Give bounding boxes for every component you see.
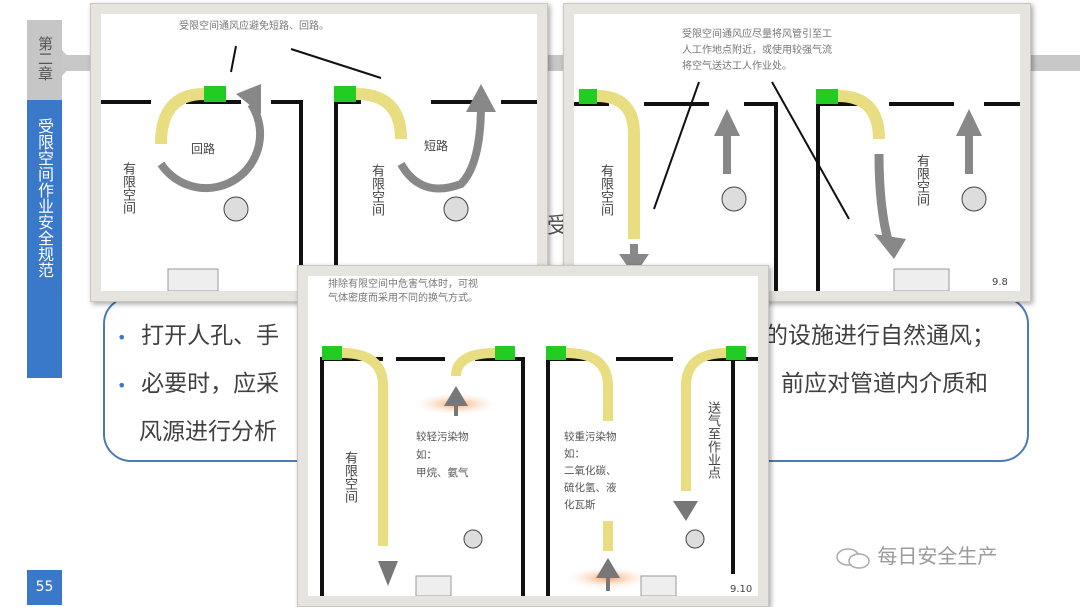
space-label: 有限空间	[120, 162, 135, 214]
heavy-pollutant-label: 较重污染物 如： 二氧化碳、 硫化氢、液 化瓦斯	[564, 429, 617, 514]
figure-caption: 受限空间通风应避免短路、回路。	[179, 21, 329, 32]
bullet: •	[117, 376, 127, 395]
watermark: 每日安全生产	[835, 540, 997, 569]
chapter-label: 第二章	[27, 20, 62, 100]
bullet-line-1: • 打开人孔、手	[117, 316, 279, 350]
watermark-text: 每日安全生产	[877, 544, 998, 568]
figure-number: 9.8	[992, 277, 1008, 288]
chapter-text: 第二章	[36, 36, 54, 81]
text-line: 硫化氢、液	[564, 482, 617, 494]
text-line: 化瓦斯	[564, 499, 596, 511]
bullet-line-3: 风源进行分析	[139, 419, 277, 445]
caption-line: 排除有限空间中危害气体时，可视	[328, 279, 478, 290]
text-line: 如：	[416, 449, 437, 461]
short-circuit-label: 短路	[424, 139, 449, 153]
page-number: 55	[27, 570, 62, 605]
caption-line: 人工作地点附近，或使用较强气流	[682, 45, 832, 56]
ventilation-diagram	[101, 45, 537, 291]
caption-line: 气体密度而采用不同的换气方式。	[328, 293, 478, 304]
light-pollutant-label: 较轻污染物 如： 甲烷、氨气	[416, 428, 469, 482]
bullet-line-2: • 必要时，应采	[117, 364, 279, 398]
caption-line: 将空气送达工人作业处。	[682, 61, 792, 72]
wechat-icon	[835, 547, 871, 569]
text-line: 二氧化碳、	[564, 465, 617, 477]
space-label: 有限空间	[342, 451, 357, 503]
bullet-line-1-right: 的设施进行自然通风；	[765, 323, 995, 349]
text-line: 较重污染物	[564, 431, 617, 443]
text-line: 如：	[564, 448, 585, 460]
space-label: 有限空间	[914, 154, 929, 206]
bullet: •	[117, 328, 127, 347]
figure-short-circuit: 受限空间通风应避免短路、回路。 回路 短路 有限空间 有限空间	[90, 3, 548, 302]
figure-gas-density: 排除有限空间中危害气体时，可视 气体密度而采用不同的换气方式。 有限空间 较轻污…	[297, 265, 769, 607]
ventilation-diagram	[320, 346, 758, 596]
space-label: 有限空间	[598, 164, 613, 216]
header-band-arrow	[62, 50, 74, 76]
caption-line: 受限空间通风应尽量将风管引至工	[682, 29, 832, 40]
section-title-text: 受限空间作业安全规范	[35, 118, 54, 278]
bullet-line-2-right: 前应对管道内介质和	[781, 371, 988, 397]
loop-label: 回路	[191, 142, 216, 156]
text: 打开人孔、手	[141, 323, 280, 349]
text: 必要时，应采	[141, 371, 280, 397]
figure-duct-to-worker: 受限空间通风应尽量将风管引至工 人工作地点附近，或使用较强气流 将空气送达工人作…	[563, 3, 1031, 302]
text-line: 较轻污染物	[416, 431, 469, 443]
text-line: 甲烷、氨气	[416, 467, 469, 479]
figure-number: 9.10	[730, 584, 753, 595]
supply-air-label: 送气至作业点	[705, 401, 720, 479]
section-title: 受限空间作业安全规范	[27, 100, 62, 378]
space-label: 有限空间	[369, 164, 384, 216]
